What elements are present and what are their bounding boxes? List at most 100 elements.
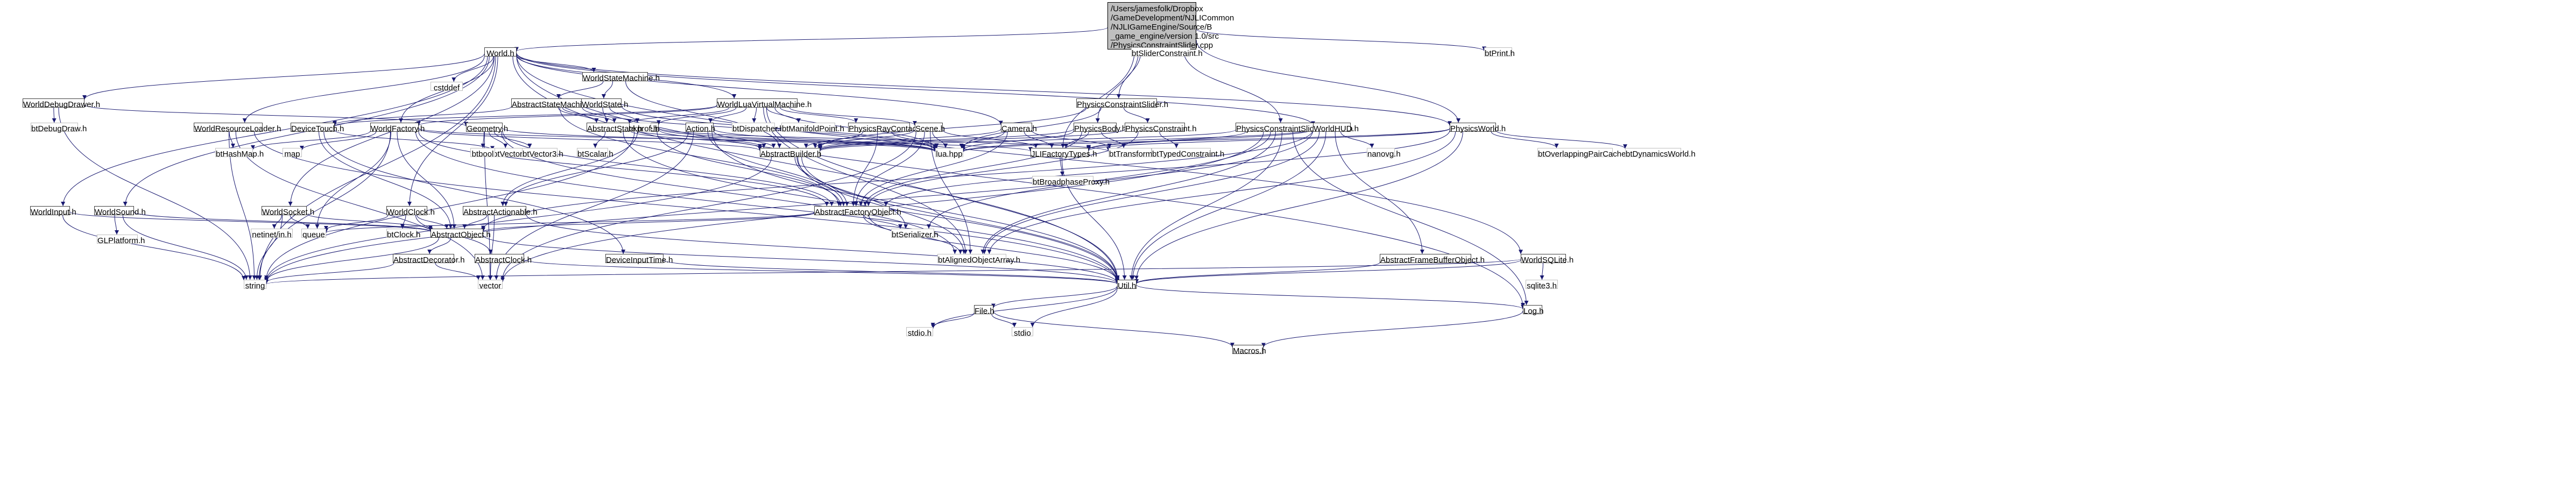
edge-abstractactionable-to-util [526, 214, 1119, 283]
edge-action-to-luahpp [713, 128, 937, 152]
edge-util-to-stdioh [931, 286, 1118, 329]
edge-world-to-physicsworld [516, 53, 1452, 126]
edge-camera-to-jlifactorytypes [1024, 131, 1054, 148]
graph-node-label: WorldStateMachine.h [583, 74, 660, 83]
edge-scene-to-vector [500, 131, 916, 280]
edge-util-to-log [1136, 285, 1525, 309]
graph-node-label: AbstractStateMachine.h [512, 100, 598, 109]
graph-node-worldsound[interactable]: WorldSound.h [94, 206, 146, 217]
edge-physicsconstraintslider-to-luahpp [961, 107, 1102, 148]
edge-abstractstatemachine-to-abstractfactoryobject [559, 107, 841, 207]
graph-node-label: btOverlappingPairCache.h [1538, 150, 1633, 159]
edge-root-to-physicsworld [1196, 40, 1461, 123]
graph-node-label: cstddef [433, 83, 460, 93]
graph-node-abstractclock[interactable]: AbstractClock.h [475, 254, 532, 265]
graph-node-worldstatemachine[interactable]: WorldStateMachine.h [582, 72, 660, 83]
graph-node-abstractstatemachine[interactable]: AbstractStateMachine.h [511, 98, 598, 109]
graph-node-label: btbool [471, 150, 494, 159]
edge-world-to-worlddebugdrawer [82, 53, 485, 100]
graph-node-label: Scene.h [915, 124, 945, 133]
edge-worldinput-to-abstractobject [69, 211, 433, 232]
edge-worldresourceloader-to-util [254, 131, 1119, 283]
edge-physicsworld-to-abstractfactoryobject [884, 130, 1450, 207]
graph-node-vector: vector [478, 280, 503, 290]
graph-node-btprint: btPrint.h [1484, 47, 1515, 58]
graph-node-devicetouch[interactable]: DeviceTouch.h [291, 123, 344, 133]
graph-node-physicsconstraint[interactable]: PhysicsConstraint.h [1125, 123, 1197, 133]
graph-node-abstractactionable[interactable]: AbstractActionable.h [463, 206, 538, 217]
graph-node-physicsworld[interactable]: PhysicsWorld.h [1450, 123, 1506, 133]
graph-node-physicsconstraintslider[interactable]: PhysicsConstraintSlider.h [1076, 98, 1168, 109]
edge-worldstate-to-abstractstate [602, 107, 609, 123]
graph-node-abstractframebufferobject[interactable]: AbstractFrameBufferObject.h [1380, 254, 1485, 265]
graph-node-label: /Users/jamesfolk/Dropbox /GameDevelopmen… [1111, 4, 1234, 50]
graph-node-worldsqlite[interactable]: WorldSQLite.h [1521, 254, 1573, 265]
graph-node-label: AbstractClock.h [475, 256, 532, 265]
graph-node-abstractobject[interactable]: AbstractObject.h [430, 229, 491, 239]
graph-node-deviceinputtime[interactable]: DeviceInputTime.h [605, 254, 673, 265]
graph-node-label: btBroadphaseProxy.h [1033, 178, 1110, 187]
graph-node-abstractbuilder[interactable]: AbstractBuilder.h [760, 148, 821, 159]
edge-physicsbody-to-abstractfactoryobject [863, 131, 1082, 207]
graph-node-action[interactable]: Action.h [686, 123, 715, 133]
edge-log-to-macros [1261, 310, 1523, 348]
graph-node-label: WorldResourceLoader.h [194, 124, 281, 133]
graph-node-label: vector [479, 281, 502, 290]
edge-worldclock-to-abstractobject [417, 215, 449, 229]
graph-node-worldresourceloader[interactable]: WorldResourceLoader.h [194, 123, 281, 133]
graph-node-worldluavirtualmachine[interactable]: WorldLuaVirtualMachine.h [717, 98, 811, 109]
edge-physicsconstraintsliderbuilder-to-log [1293, 131, 1529, 306]
graph-node-worldinput[interactable]: WorldInput.h [30, 206, 76, 217]
edge-node-to-luahpp [658, 128, 937, 152]
graph-node-scene[interactable]: Scene.h [915, 123, 945, 133]
edge-physicsconstraintslider-to-abstractbuilder [818, 107, 1087, 148]
graph-node-worldfactory[interactable]: WorldFactory.h [370, 123, 425, 133]
graph-node-label: stdio.h [907, 329, 932, 338]
graph-node-abstractdecorator[interactable]: AbstractDecorator.h [393, 254, 465, 265]
edge-physicsworld-to-btdynamicsworld [1495, 130, 1627, 149]
graph-node-luahpp: lua.hpp [935, 148, 963, 159]
edge-world-to-worldclock [407, 56, 498, 207]
edge-abstractstate-to-luahpp [629, 129, 937, 152]
edge-worldsound-to-abstractobject [133, 211, 433, 232]
graph-node-log[interactable]: Log.h [1523, 305, 1544, 316]
graph-node-worlddebugdrawer[interactable]: WorldDebugDrawer.h [23, 98, 100, 109]
graph-node-jlifactorytypes[interactable]: JLIFactoryTypes.h [1031, 148, 1097, 159]
graph-node-util[interactable]: Util.h [1117, 280, 1137, 290]
graph-node-worldclock[interactable]: WorldClock.h [386, 206, 435, 217]
graph-node-abstractstate[interactable]: AbstractState.h [587, 123, 643, 133]
graph-node-physicsraycontact[interactable]: PhysicsRayContact.h [848, 123, 926, 133]
graph-node-abstractfactoryobject[interactable]: AbstractFactoryObject.h [814, 206, 901, 217]
graph-node-label: stdio [1014, 329, 1031, 338]
edge-worldsound-to-string [122, 215, 249, 280]
edge-worldclock-to-btclock [400, 215, 406, 229]
graph-node-file[interactable]: File.h [974, 305, 994, 316]
graph-node-label: Util.h [1118, 281, 1137, 290]
edge-util-to-file [991, 286, 1118, 308]
graph-node-btsliderconstraint: btSliderConstraint.h [1131, 47, 1203, 58]
graph-node-macros[interactable]: Macros.h [1232, 345, 1266, 356]
graph-node-btdebugdraw: btDebugDraw.h [31, 123, 87, 133]
edge-worldhud-to-util [1131, 131, 1326, 280]
graph-node-geometry[interactable]: Geometry.h [466, 123, 508, 133]
edge-worldluavirtualmachine-to-worldfactory [417, 105, 717, 126]
edge-physicsconstraintsliderbuilder-to-util [1129, 131, 1282, 280]
graph-node-label: map [284, 150, 300, 159]
edge-worldclock-to-queue [324, 215, 389, 231]
edge-abstractframebufferobject-to-util [1134, 262, 1380, 284]
edge-worlddebugdrawer-to-geometry [84, 104, 468, 127]
graph-node-worldsocket[interactable]: WorldSocket.h [262, 206, 314, 217]
edge-file-to-stdioh [930, 313, 975, 328]
graph-node-btmanifoldpoint: btManifoldPoint.h [781, 123, 844, 133]
graph-node-worldhud[interactable]: WorldHUD.h [1313, 123, 1359, 133]
graph-node-worldstate[interactable]: WorldState.h [581, 98, 628, 109]
graph-node-physicsbody[interactable]: PhysicsBody.h [1074, 123, 1126, 133]
edge-worldresourceloader-to-bthashmap [229, 131, 235, 148]
graph-node-camera[interactable]: Camera.h [1001, 123, 1037, 133]
graph-node-label: btDebugDraw.h [31, 124, 87, 133]
graph-node-label: JLIFactoryTypes.h [1031, 150, 1097, 159]
edge-worldhud-to-jlifactorytypes [1086, 129, 1314, 150]
graph-node-world[interactable]: World.h [484, 47, 517, 58]
edge-worldluavirtualmachine-to-node [657, 107, 737, 125]
